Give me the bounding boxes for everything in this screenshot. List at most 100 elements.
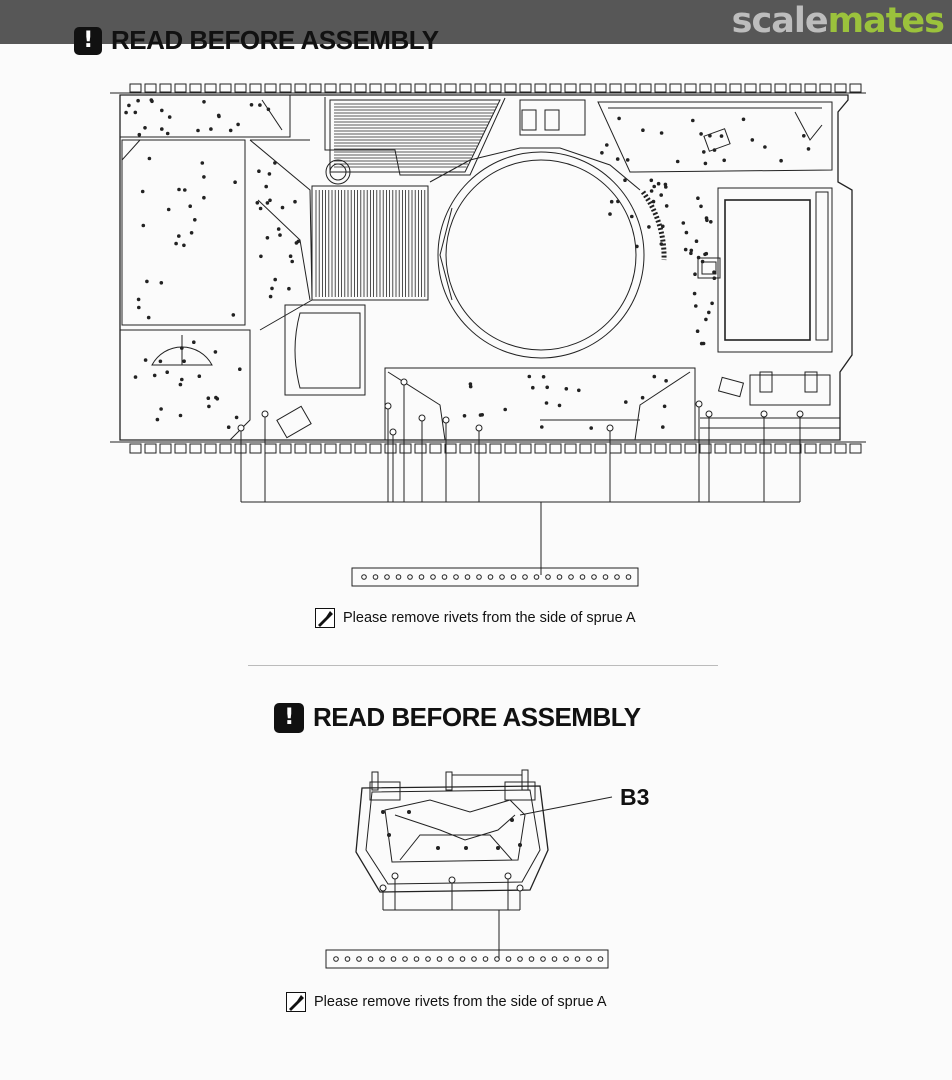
rivet [635, 244, 639, 249]
track-link [489, 443, 502, 454]
rivet [699, 204, 703, 209]
track-link [159, 443, 172, 454]
callout-rivet [237, 424, 245, 432]
rivet [183, 188, 187, 192]
track-link [264, 83, 277, 93]
left-hatch-panel [121, 139, 246, 326]
track-link [534, 443, 547, 454]
rivet [200, 161, 205, 165]
rivet [174, 241, 178, 246]
track-link [714, 83, 727, 93]
rivet [684, 230, 689, 235]
rivet [165, 131, 170, 136]
track-link [519, 83, 532, 93]
rivet [228, 128, 233, 133]
track-link [369, 83, 382, 93]
scalemates-logo[interactable]: scalemates [732, 0, 945, 44]
track-link [369, 443, 382, 454]
rivet [659, 193, 663, 197]
rivet [160, 127, 164, 131]
rivet [608, 212, 612, 216]
rivet [202, 195, 206, 200]
track-link [774, 83, 787, 93]
rivet [180, 377, 184, 382]
part-label-b3: B3 [620, 784, 650, 810]
rivet [659, 131, 664, 135]
rivet [273, 277, 278, 282]
sprue-hole [430, 574, 436, 580]
track-link [414, 443, 427, 454]
sprue-hole [499, 574, 505, 580]
rivet [544, 401, 549, 405]
bracket-left [717, 376, 745, 398]
track-link [564, 443, 577, 454]
rivet [527, 374, 532, 379]
rivet [158, 359, 163, 364]
engine-grille-top [329, 99, 501, 173]
rivet [468, 384, 473, 389]
sprue-hole [384, 574, 390, 580]
front-glacis-plate [384, 367, 696, 441]
track-link [519, 443, 532, 454]
callout-rivet [389, 428, 397, 436]
rivet [145, 279, 149, 284]
rivet [152, 373, 157, 378]
track-link [294, 443, 307, 454]
rivet [630, 214, 634, 219]
track-link [429, 83, 442, 93]
rivet [268, 294, 273, 299]
rivet [503, 407, 508, 412]
rivet [624, 400, 628, 404]
rivet [202, 175, 206, 179]
sprue-hole [407, 574, 413, 580]
sprue-hole [395, 574, 402, 580]
track-link [234, 83, 247, 93]
track-link [549, 83, 562, 93]
track-link [654, 443, 667, 454]
rivet [177, 234, 181, 238]
rivet [188, 204, 192, 208]
rivet [557, 403, 562, 408]
rivet [577, 388, 581, 393]
rivet [741, 117, 746, 122]
sprue-hole [510, 574, 517, 580]
rivet [641, 128, 645, 132]
track-link [579, 83, 592, 93]
rivet [681, 221, 686, 225]
track-link [204, 83, 217, 93]
rivet [663, 182, 668, 187]
filler-cap [325, 159, 351, 185]
track-link [714, 443, 727, 454]
track-link [594, 443, 607, 454]
rivet [703, 161, 708, 166]
rivet [661, 425, 665, 429]
rivet [694, 304, 698, 308]
sprue-hole [602, 574, 609, 580]
track-link [639, 443, 652, 454]
track-link [684, 443, 697, 454]
track-link [834, 83, 847, 93]
rivet [140, 189, 145, 194]
engine-deck-plate [597, 101, 833, 173]
rivet [182, 243, 186, 248]
rivet [541, 375, 546, 379]
turret-ring-outer [437, 151, 645, 359]
track-link [384, 443, 397, 454]
rivet [147, 156, 152, 161]
track-link [654, 83, 667, 93]
track-link [399, 83, 412, 93]
rivet [178, 382, 183, 387]
sprue-hole [625, 574, 632, 580]
rivets [124, 98, 811, 430]
rivet [276, 227, 281, 231]
rivet [270, 286, 274, 291]
rivet [206, 396, 211, 401]
callout-rivet [760, 410, 768, 418]
rivet [213, 350, 218, 354]
track-link [474, 83, 487, 93]
track-link [444, 443, 457, 454]
track-link [324, 83, 337, 93]
rivet [468, 382, 473, 386]
rivet [675, 159, 680, 164]
